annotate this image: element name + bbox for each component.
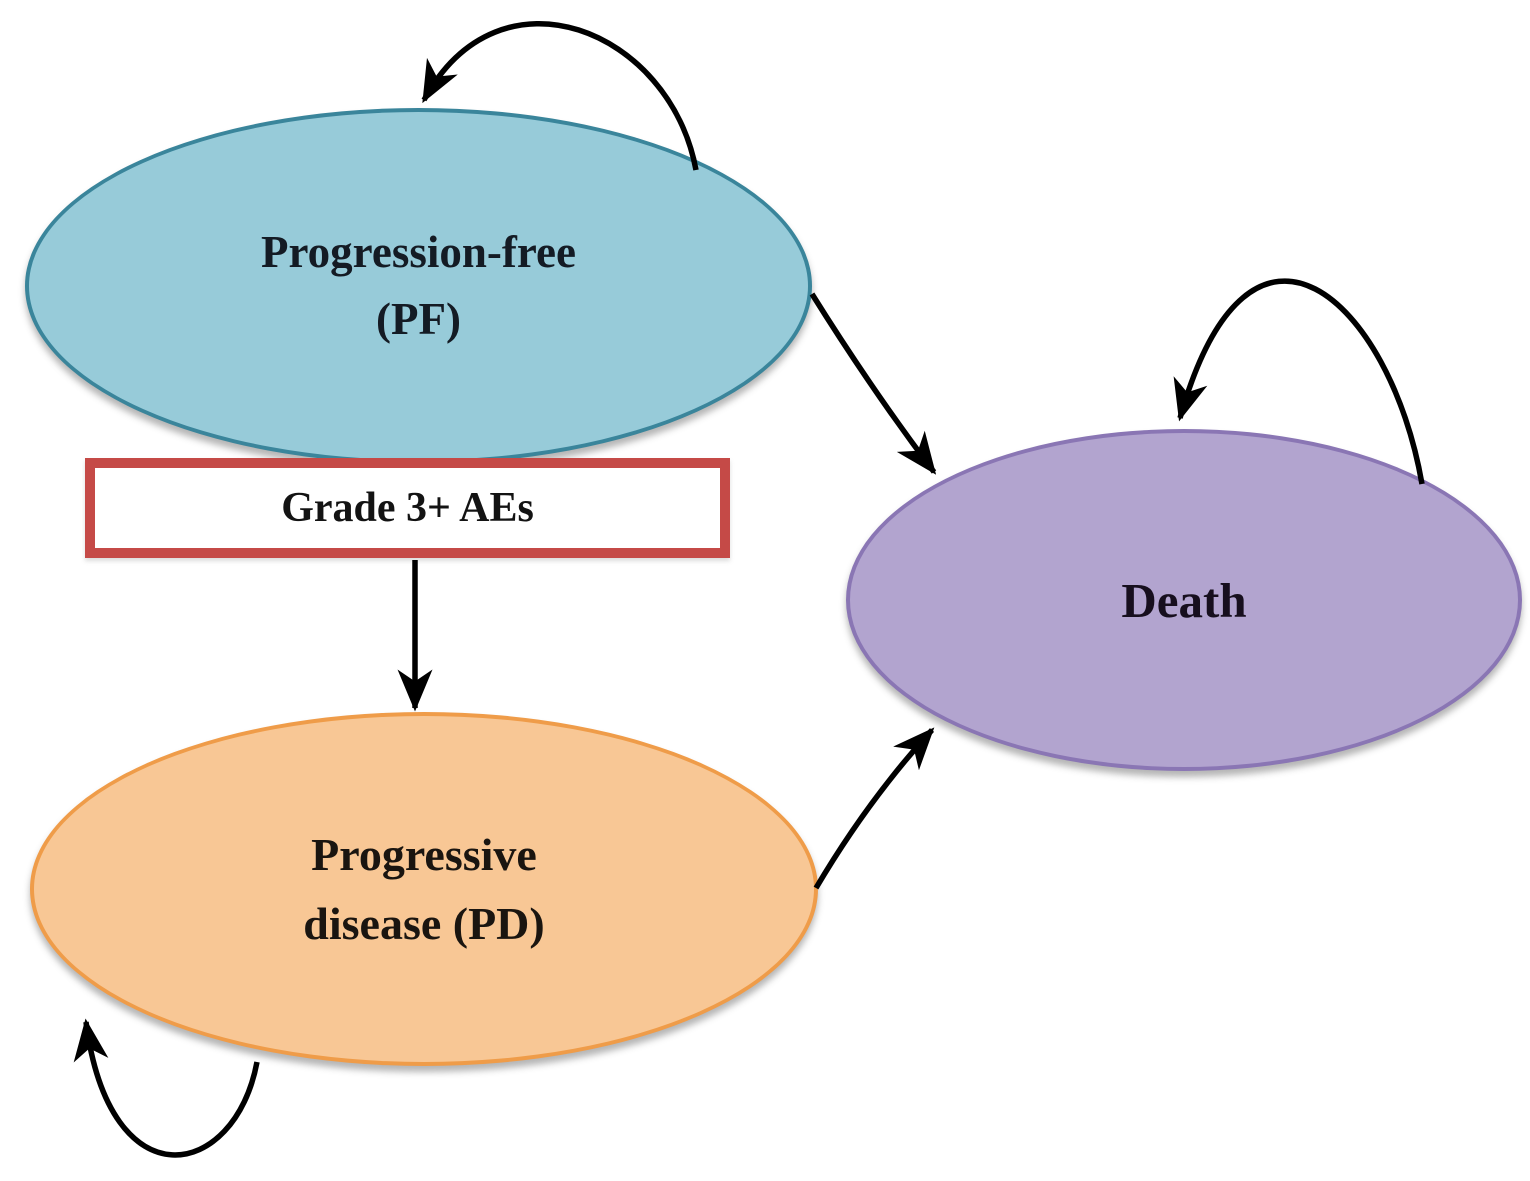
state-progression-free: Progression-free (PF) bbox=[25, 108, 812, 464]
state-progressive-disease-label-line1: Progressive bbox=[311, 829, 537, 880]
state-progression-free-label-line1: Progression-free bbox=[261, 226, 576, 277]
arrow-pf-to-death bbox=[809, 292, 937, 475]
grade-3-aes-label: Grade 3+ AEs bbox=[281, 485, 534, 531]
grade-3-aes-box: Grade 3+ AEs bbox=[85, 458, 730, 558]
state-progressive-disease: Progressive disease (PD) bbox=[30, 712, 818, 1066]
state-death-label: Death bbox=[1121, 572, 1247, 628]
state-progression-free-label-line2: (PF) bbox=[376, 294, 461, 344]
arrow-pd-to-death bbox=[813, 727, 935, 890]
state-death: Death bbox=[846, 429, 1522, 771]
state-progressive-disease-label-line2: disease (PD) bbox=[303, 898, 545, 949]
